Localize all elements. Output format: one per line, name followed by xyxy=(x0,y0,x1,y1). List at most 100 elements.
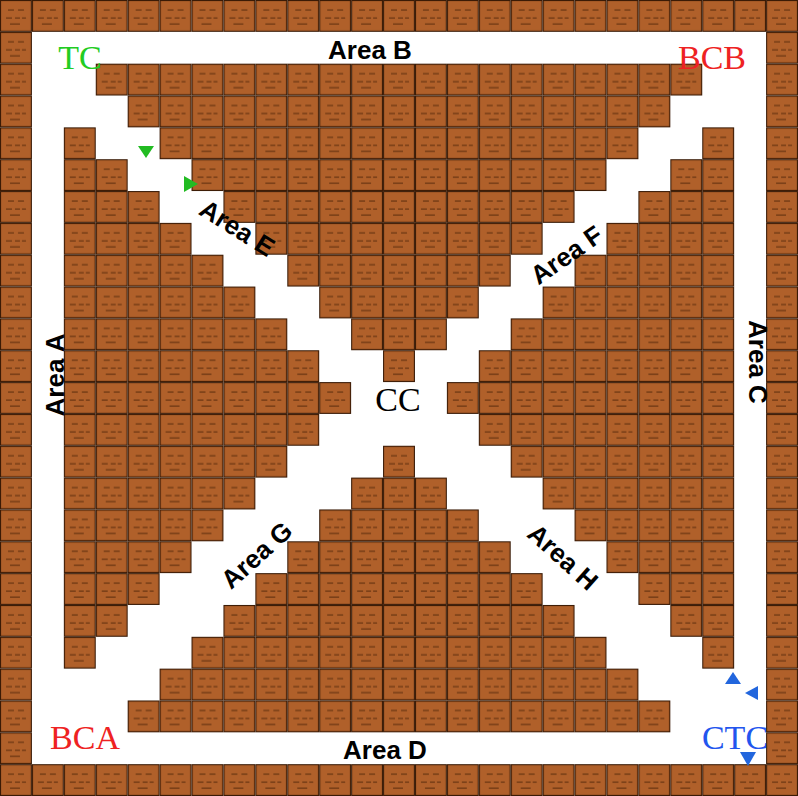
wall-tile xyxy=(415,478,447,510)
wall-tile xyxy=(128,287,160,319)
wall-tile xyxy=(64,318,96,350)
wall-tile xyxy=(766,478,798,510)
wall-tile xyxy=(415,700,447,732)
wall-tile xyxy=(575,637,607,669)
wall-tile xyxy=(223,96,255,128)
wall-tile xyxy=(128,700,160,732)
wall-tile xyxy=(319,509,351,541)
wall-tile xyxy=(96,764,128,796)
wall-tile xyxy=(96,159,128,191)
wall-tile xyxy=(511,159,543,191)
wall-tile xyxy=(575,318,607,350)
wall-tile xyxy=(223,159,255,191)
wall-tile xyxy=(447,64,479,96)
wall-tile xyxy=(128,764,160,796)
wall-tile xyxy=(223,414,255,446)
wall-tile xyxy=(447,223,479,255)
wall-tile xyxy=(511,191,543,223)
wall-tile xyxy=(447,0,479,32)
wall-tile xyxy=(511,0,543,32)
wall-tile xyxy=(383,605,415,637)
wall-tile xyxy=(64,509,96,541)
wall-tile xyxy=(160,414,192,446)
wall-tile xyxy=(319,287,351,319)
wall-tile xyxy=(64,605,96,637)
wall-tile xyxy=(383,637,415,669)
wall-tile xyxy=(223,764,255,796)
wall-tile xyxy=(96,573,128,605)
wall-tile xyxy=(543,446,575,478)
wall-tile xyxy=(0,637,32,669)
wall-tile xyxy=(479,382,511,414)
wall-tile xyxy=(670,478,702,510)
wall-tile xyxy=(128,573,160,605)
wall-tile xyxy=(0,541,32,573)
wall-tile xyxy=(543,637,575,669)
wall-tile xyxy=(511,96,543,128)
wall-tile xyxy=(543,382,575,414)
wall-tile xyxy=(543,191,575,223)
wall-tile xyxy=(0,223,32,255)
wall-tile xyxy=(575,159,607,191)
wall-tile xyxy=(287,541,319,573)
wall-tile xyxy=(351,159,383,191)
wall-tile xyxy=(702,159,734,191)
wall-tile xyxy=(575,382,607,414)
wall-tile xyxy=(415,287,447,319)
wall-tile xyxy=(160,382,192,414)
wall-tile xyxy=(319,382,351,414)
wall-tile xyxy=(319,541,351,573)
wall-tile xyxy=(319,159,351,191)
wall-tile xyxy=(0,191,32,223)
wall-tile xyxy=(511,382,543,414)
wall-tile xyxy=(670,541,702,573)
wall-tile xyxy=(766,223,798,255)
wall-tile xyxy=(479,223,511,255)
wall-tile xyxy=(415,96,447,128)
wall-tile xyxy=(575,287,607,319)
wall-tile xyxy=(575,669,607,701)
area-label: Area B xyxy=(328,37,412,63)
wall-tile xyxy=(383,478,415,510)
wall-tile xyxy=(479,669,511,701)
wall-tile xyxy=(192,64,224,96)
wall-tile xyxy=(160,446,192,478)
wall-tile xyxy=(319,0,351,32)
wall-tile xyxy=(160,64,192,96)
wall-tile xyxy=(192,0,224,32)
spawn-label: TC xyxy=(58,41,101,75)
wall-tile xyxy=(319,191,351,223)
wall-tile xyxy=(319,700,351,732)
wall-tile xyxy=(0,573,32,605)
wall-tile xyxy=(415,191,447,223)
wall-tile xyxy=(447,509,479,541)
wall-tile xyxy=(255,127,287,159)
wall-tile xyxy=(670,573,702,605)
wall-tile xyxy=(96,0,128,32)
wall-tile xyxy=(702,478,734,510)
wall-tile xyxy=(0,159,32,191)
wall-tile xyxy=(64,127,96,159)
wall-tile xyxy=(128,64,160,96)
wall-tile xyxy=(0,764,32,796)
wall-tile xyxy=(543,127,575,159)
wall-tile xyxy=(0,732,32,764)
wall-tile xyxy=(192,382,224,414)
wall-tile xyxy=(702,764,734,796)
wall-tile xyxy=(383,223,415,255)
wall-tile xyxy=(543,414,575,446)
wall-tile xyxy=(511,318,543,350)
wall-tile xyxy=(575,64,607,96)
wall-tile xyxy=(255,191,287,223)
wall-tile xyxy=(575,509,607,541)
wall-tile xyxy=(351,223,383,255)
wall-tile xyxy=(32,764,64,796)
wall-tile xyxy=(670,509,702,541)
wall-tile xyxy=(64,414,96,446)
wall-tile xyxy=(575,700,607,732)
wall-tile xyxy=(64,0,96,32)
wall-tile xyxy=(96,255,128,287)
wall-tile xyxy=(351,64,383,96)
wall-tile xyxy=(160,127,192,159)
wall-tile xyxy=(383,159,415,191)
